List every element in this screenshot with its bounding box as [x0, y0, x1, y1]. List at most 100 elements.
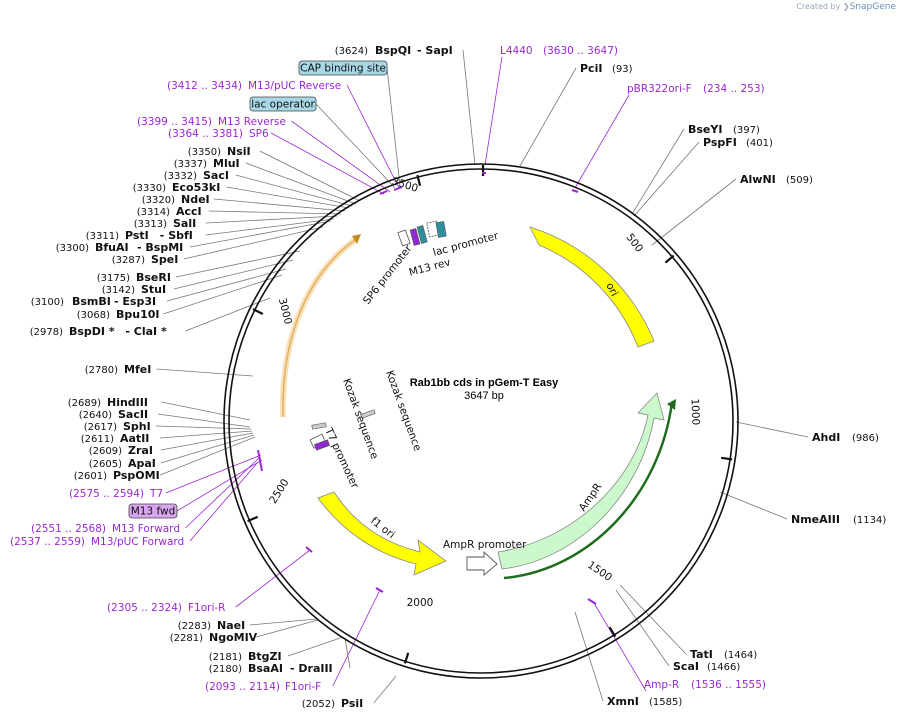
box-m13-fwd[interactable] — [128, 503, 178, 519]
credit-brand: SnapGene — [849, 2, 896, 12]
enzyme-position-psii: (2052) — [302, 699, 335, 710]
leader-bfuai — [189, 220, 332, 248]
leader-tati — [619, 584, 687, 655]
box-leader-lac-operator — [315, 103, 396, 189]
enzyme-label-btgzi: BtgZI — [248, 650, 282, 663]
enzyme-label-ahdi: AhdI — [812, 431, 840, 444]
box-lac-operator[interactable] — [249, 96, 317, 112]
enzyme-label-bspdi: BspDI * — [69, 325, 115, 338]
ori-feature-arrow[interactable] — [529, 226, 655, 348]
primer-label-m13-puc-reverse: M13/pUC Reverse — [248, 80, 341, 92]
primer-leader-amp-r — [593, 602, 647, 692]
leader-bseri — [175, 250, 301, 278]
enzyme-position-sphi: (2617) — [84, 422, 117, 433]
enzyme-label-mfei: MfeI — [124, 363, 151, 376]
leader-bspqi — [462, 49, 476, 166]
enzyme-position-ndei: (3320) — [142, 195, 175, 206]
enzyme-position-nsii: (3350) — [188, 147, 221, 158]
enzyme-label-sphi: SphI — [123, 420, 151, 433]
snapgene-logo-icon: ❯ — [842, 2, 850, 11]
ampr-feature-arrow[interactable] — [497, 392, 665, 570]
box-leader-m13-fwd — [176, 459, 263, 512]
enzyme-position-nmeaiii: (1134) — [853, 515, 886, 526]
leader-sali — [205, 215, 338, 224]
enzyme-position-bfuai: (3300) — [56, 243, 89, 254]
leader-pcii — [519, 67, 577, 167]
ampr-promoter-arrow[interactable] — [466, 550, 498, 576]
primer-label-t7: T7 — [149, 488, 163, 500]
tick-mark-1000 — [721, 456, 733, 461]
primer-range-m13-reverse: (3399 .. 3415) — [137, 116, 212, 128]
leader-btgzi — [287, 636, 344, 657]
box-cap-binding-site[interactable] — [298, 60, 388, 76]
enzyme-label-pspomi: PspOMI — [113, 469, 160, 482]
plasmid-length: 3647 bp — [464, 390, 504, 402]
enzyme-position-aatii: (2611) — [81, 434, 114, 445]
sp6-promoter-label: SP6 promoter — [361, 242, 415, 306]
enzyme-position-acci: (3314) — [137, 207, 170, 218]
enzyme-label-pcii: PciI — [580, 62, 602, 75]
primer-label-m13-forward: M13 Forward — [112, 523, 180, 535]
enzyme-position-sali: (3313) — [134, 219, 167, 230]
enzyme-label-psti: PstI — [125, 229, 149, 242]
leader-naei — [249, 618, 318, 626]
primer-leader-sp6 — [271, 132, 385, 195]
primer-leader-f1ori-f — [332, 589, 381, 687]
f1-ori-feature-arrow[interactable] — [317, 491, 447, 576]
enzyme-label-bsmbi-alt: - Esp3I — [114, 295, 156, 308]
tick-label-1000: 1000 — [689, 398, 702, 425]
enzyme-position-naei: (2283) — [178, 621, 211, 632]
primer-label-m13-puc-forward: M13/pUC Forward — [91, 536, 184, 548]
primer-range-pbr322ori-f: (234 .. 253) — [703, 83, 765, 95]
enzyme-position-apai: (2605) — [89, 459, 122, 470]
enzyme-label-bseri: BseRI — [136, 271, 171, 284]
box-label-cap-binding-site: CAP binding site — [300, 63, 386, 75]
enzyme-label-bpu10i: Bpu10I — [116, 308, 160, 321]
primer-range-sp6: (3364 .. 3381) — [168, 128, 243, 140]
enzyme-position-eco53ki: (3330) — [133, 183, 166, 194]
insert-cds-halo — [279, 237, 357, 418]
enzyme-position-alwni: (509) — [786, 175, 813, 186]
leader-zrai — [160, 432, 254, 451]
leader-bpu10i — [163, 274, 283, 315]
kozak-label-1: Kozak sequence — [340, 377, 380, 461]
primer-label-pbr322ori-f: pBR322ori-F — [627, 83, 692, 95]
primer-label-f1ori-r: F1ori-R — [188, 602, 225, 614]
enzyme-label-bsaai: BsaAI — [248, 662, 283, 675]
primer-leader-l4440 — [484, 56, 503, 166]
enzyme-position-pcii: (93) — [612, 64, 633, 75]
tick-label-500: 500 — [623, 232, 645, 255]
enzyme-label-bsaai-alt: - DraIII — [290, 662, 333, 675]
enzyme-label-bspdi-alt: - ClaI * — [125, 325, 167, 338]
primer-label-f1ori-f: F1ori-F — [285, 681, 321, 693]
enzyme-label-bseyi: BseYI — [688, 123, 722, 136]
primer-leader-m13-puc-reverse — [346, 84, 400, 189]
enzyme-label-sali: SalI — [173, 217, 196, 230]
kozak-mark-2 — [360, 409, 376, 419]
enzyme-label-zrai: ZraI — [128, 444, 153, 457]
enzyme-label-ndei: NdeI — [181, 193, 210, 206]
m13-rev-mark — [409, 228, 421, 246]
tick-mark-3000 — [252, 308, 264, 315]
primer-range-f1ori-r: (2305 .. 2324) — [107, 602, 182, 614]
insert-cds-arrowhead — [352, 234, 361, 244]
leader-apai — [160, 434, 255, 464]
leader-psii — [373, 675, 397, 704]
plasmid-name: Rab1bb cds in pGem-T Easy — [410, 377, 559, 389]
tick-mark-1500 — [608, 626, 617, 638]
leader-nmeaiii — [719, 491, 788, 520]
leader-bseyi — [631, 128, 685, 215]
leader-ndei — [213, 198, 346, 212]
leader-bspdi — [185, 297, 271, 332]
leader-bsaai — [344, 637, 351, 669]
primer-leader-m13-reverse — [291, 120, 391, 193]
enzyme-label-eco53ki: Eco53kI — [172, 181, 220, 194]
enzyme-label-bspqi-alt: - SapI — [417, 44, 453, 57]
leader-psti — [205, 218, 335, 236]
primer-leader-f1ori-r — [235, 549, 311, 608]
site-labels: (3624)BspQI- SapIPciI(93)BseYI(397)PspFI… — [10, 44, 886, 710]
tick-mark-500 — [664, 254, 675, 264]
leader-saci — [235, 174, 353, 207]
enzyme-position-bpu10i: (3068) — [77, 310, 110, 321]
